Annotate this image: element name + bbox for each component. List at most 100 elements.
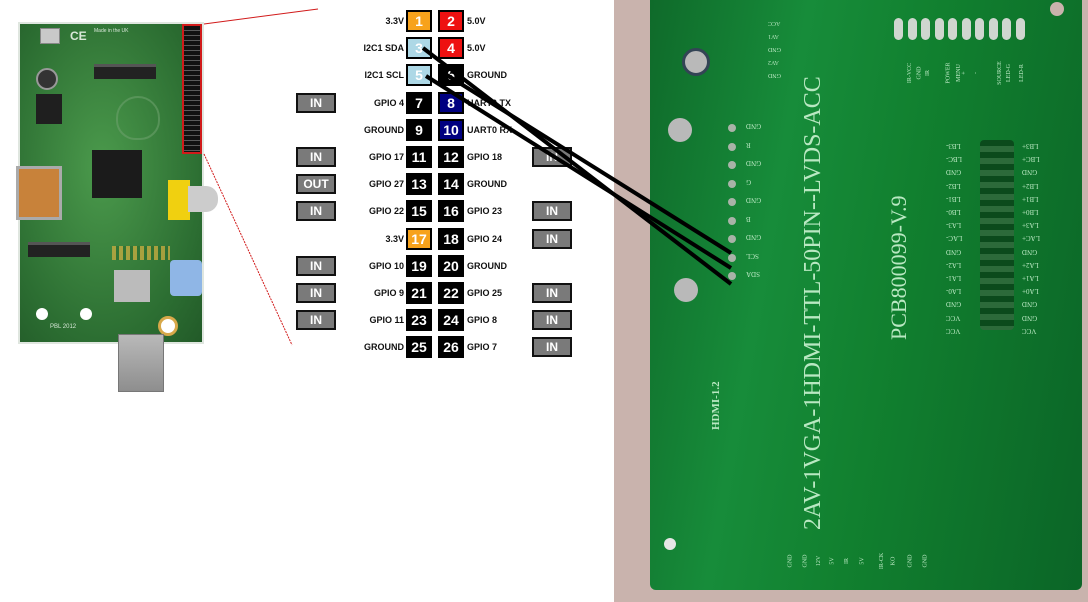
silkscreen-label: LBC+	[1022, 155, 1040, 164]
silkscreen-label: GND	[1022, 300, 1038, 309]
silkscreen-label: GND	[916, 66, 922, 80]
vga-pad	[728, 216, 736, 225]
pin-number-right: 14	[438, 173, 464, 196]
silkscreen-label: -	[973, 72, 979, 74]
lvds-header	[980, 140, 1014, 330]
direction-toggle-left[interactable]: IN	[296, 310, 336, 331]
direction-toggle-left[interactable]: IN	[296, 147, 336, 167]
silkscreen-label: GND	[746, 122, 762, 130]
pin-label-right: GROUND	[467, 70, 507, 81]
keypad-pin	[921, 18, 930, 40]
keypad-pin	[948, 18, 957, 40]
direction-toggle-left[interactable]: IN	[296, 255, 336, 276]
pin-number-right: 12	[438, 146, 464, 168]
pin-label-left: GPIO 4	[373, 97, 404, 108]
silkscreen-label: GND	[746, 159, 762, 167]
silkscreen-label: LAC-	[946, 234, 963, 243]
direction-toggle-right[interactable]: IN	[532, 283, 572, 303]
mounting-hole	[36, 308, 48, 320]
silkscreen-label: LB2+	[1022, 181, 1039, 190]
lcd-controller-board: 2AV-1VGA-1HDMI-TTL-50PIN--LVDS-ACC PCB80…	[650, 0, 1082, 590]
silkscreen-label: VCC	[1022, 326, 1037, 335]
direction-toggle-left[interactable]: IN	[296, 92, 336, 113]
silkscreen-label: 12V	[816, 555, 823, 567]
p2-header	[112, 246, 170, 260]
pin-label-right: GPIO 23	[467, 206, 503, 217]
silkscreen-label: GND	[1022, 168, 1038, 177]
pin-label-left: I2C1 SDA	[363, 43, 404, 54]
screw-terminal	[674, 278, 698, 302]
pin-number-left: 21	[406, 282, 432, 304]
silkscreen-label: 5V	[829, 557, 836, 565]
silkscreen-label: GND	[946, 247, 962, 256]
direction-toggle-right[interactable]: IN	[532, 310, 572, 331]
keypad-pin	[934, 18, 944, 40]
direction-toggle-left[interactable]: IN	[296, 201, 336, 222]
pin-label-right: GROUND	[467, 179, 507, 190]
keypad-pin	[907, 18, 917, 40]
pin-label-right: GPIO 24	[467, 233, 503, 244]
mounting-hole	[80, 308, 92, 320]
pin-number-right: 26	[438, 336, 464, 359]
silkscreen-label: GND	[802, 554, 809, 568]
silkscreen-label: KO	[890, 556, 897, 566]
direction-toggle-left[interactable]: OUT	[296, 174, 336, 195]
pin-number-left: 9	[406, 118, 432, 141]
pin-label-right: GPIO 18	[467, 152, 503, 162]
silkscreen-label: LA0-	[946, 287, 962, 296]
silkscreen-label: SOURCE	[996, 61, 1003, 85]
pin-label-left: GPIO 10	[368, 260, 404, 271]
keypad-pin	[894, 18, 903, 40]
pin-number-left: 15	[406, 200, 432, 223]
pin-number-right: 8	[438, 91, 464, 114]
silkscreen-label: IR-CK	[879, 552, 886, 570]
silkscreen-label: VCC	[946, 313, 961, 322]
direction-toggle-right[interactable]: IN	[532, 337, 572, 358]
pin-number-left: 19	[406, 254, 432, 277]
hdmi-version-text: HDMI-1.2	[710, 381, 722, 430]
camera-connector	[28, 242, 90, 257]
capacitor	[36, 68, 58, 90]
silkscreen-label: LA1+	[1022, 274, 1039, 282]
direction-toggle-right[interactable]: IN	[532, 228, 572, 249]
pin-number-right: 22	[438, 282, 464, 304]
keypad-pin	[1002, 18, 1011, 40]
direction-toggle-right[interactable]: IN	[532, 201, 572, 222]
pin-number-right: 10	[438, 118, 464, 141]
pin-number-left: 3	[406, 37, 432, 60]
silkscreen-label: IR	[925, 70, 931, 76]
silkscreen-label: 5V	[859, 557, 866, 565]
voltage-regulator	[36, 94, 62, 124]
direction-toggle-left[interactable]: IN	[296, 283, 336, 303]
silkscreen-label: LB1-	[946, 194, 961, 203]
pin-label-left: GPIO 9	[373, 288, 404, 298]
mounting-hole	[664, 538, 676, 550]
vga-pad	[728, 253, 736, 262]
direction-toggle-right[interactable]: IN	[532, 147, 572, 167]
pin-number-left: 5	[406, 64, 432, 87]
pcb-version-text: PCB800099-V.9	[886, 195, 911, 340]
pin-number-left: 17	[406, 227, 432, 250]
keypad-pin	[975, 18, 984, 40]
silkscreen-label: GND	[746, 196, 762, 204]
pin-label-left: 3.3V	[385, 16, 404, 26]
silkscreen-label: LA3+	[1022, 221, 1039, 230]
vga-pad	[728, 272, 736, 280]
pin-label-right: GPIO 7	[467, 342, 498, 353]
rca-video-jack	[168, 180, 190, 220]
silkscreen-label: GND	[922, 554, 929, 568]
silkscreen-label: LA2-	[946, 260, 962, 269]
silkscreen-label: LB3+	[1022, 142, 1039, 150]
silkscreen-label: GND	[768, 72, 781, 78]
pin-label-right: 5.0V	[467, 16, 486, 26]
gpio-header-highlight	[182, 24, 202, 154]
vga-pad	[728, 124, 736, 132]
hdmi-port	[16, 166, 62, 220]
usb-controller-chip	[114, 270, 150, 302]
pin-label-right: 5.0V	[467, 43, 486, 54]
